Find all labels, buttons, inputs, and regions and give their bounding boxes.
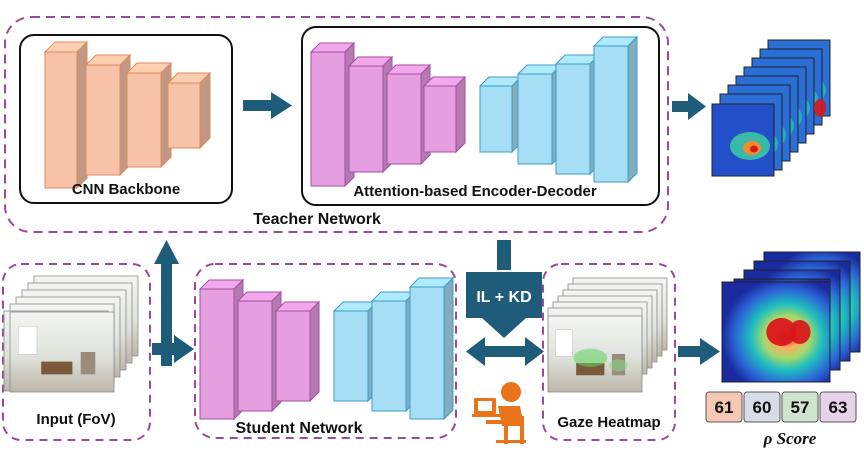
- arrow-right-icon: [678, 338, 720, 365]
- layer-block: [554, 53, 601, 176]
- teacher-decoder-blocks: [478, 35, 639, 184]
- gaze-heatmap-region: [542, 263, 676, 441]
- layer-block: [408, 276, 455, 421]
- layer-block: [84, 53, 132, 177]
- cnn-backbone-label: CNN Backbone: [72, 181, 180, 198]
- teacher-network-title: Teacher Network: [253, 211, 381, 228]
- layer-block: [592, 35, 639, 184]
- rho-score-label: ρ Score: [763, 429, 817, 448]
- il-kd-label: IL + KD: [476, 289, 531, 306]
- cnn-backbone-blocks: [43, 40, 212, 190]
- score-value: 61: [715, 398, 734, 417]
- encoder-decoder-label: Attention-based Encoder-Decoder: [353, 183, 597, 200]
- layer-block: [516, 63, 563, 166]
- student-network-title: Student Network: [235, 420, 362, 437]
- score-value: 57: [791, 398, 810, 417]
- layer-block: [274, 300, 321, 403]
- video-frame: [9, 311, 115, 393]
- arrow-bidirectional-icon: [466, 337, 544, 366]
- teacher-encoder-blocks: [309, 41, 467, 188]
- arrow-right-icon: [152, 335, 194, 363]
- heatmap-frame: [711, 103, 775, 177]
- score-box: 57: [781, 391, 819, 423]
- input-fov-frames: [3, 275, 139, 393]
- student-heatmap-stack: [721, 251, 861, 383]
- person-laptop-icon: [472, 382, 526, 444]
- score-value: 60: [753, 398, 772, 417]
- heatmap-frame: [721, 281, 831, 383]
- video-frame: [547, 315, 643, 393]
- layer-block: [478, 75, 523, 154]
- student-encoder-blocks: [198, 278, 321, 421]
- teacher-network-region: [4, 16, 669, 233]
- gaze-heatmap-frames: [547, 277, 668, 393]
- arrow-right-icon: [243, 92, 292, 119]
- score-value: 63: [829, 398, 848, 417]
- layer-block: [370, 290, 417, 413]
- layer-block: [332, 300, 379, 403]
- student-decoder-blocks: [332, 276, 455, 421]
- input-label: Input (FoV): [36, 411, 115, 428]
- layer-block: [125, 61, 173, 169]
- arrow-right-icon: [672, 93, 706, 120]
- arrow-down-icon: [466, 240, 542, 338]
- gaze-heatmap-label: Gaze Heatmap: [557, 414, 660, 431]
- score-box: 63: [819, 391, 857, 423]
- layer-block: [347, 55, 394, 174]
- layer-block: [166, 71, 212, 150]
- layer-block: [422, 75, 467, 154]
- layer-block: [43, 40, 89, 190]
- layer-block: [198, 278, 245, 421]
- layer-block: [309, 41, 356, 188]
- score-box: 60: [743, 391, 781, 423]
- layer-block: [236, 290, 283, 413]
- arrow-up-icon: [154, 240, 179, 366]
- score-box: 61: [705, 391, 743, 423]
- teacher-heatmap-stack: [711, 39, 831, 177]
- rho-score-row: 61 60 57 63: [705, 391, 857, 423]
